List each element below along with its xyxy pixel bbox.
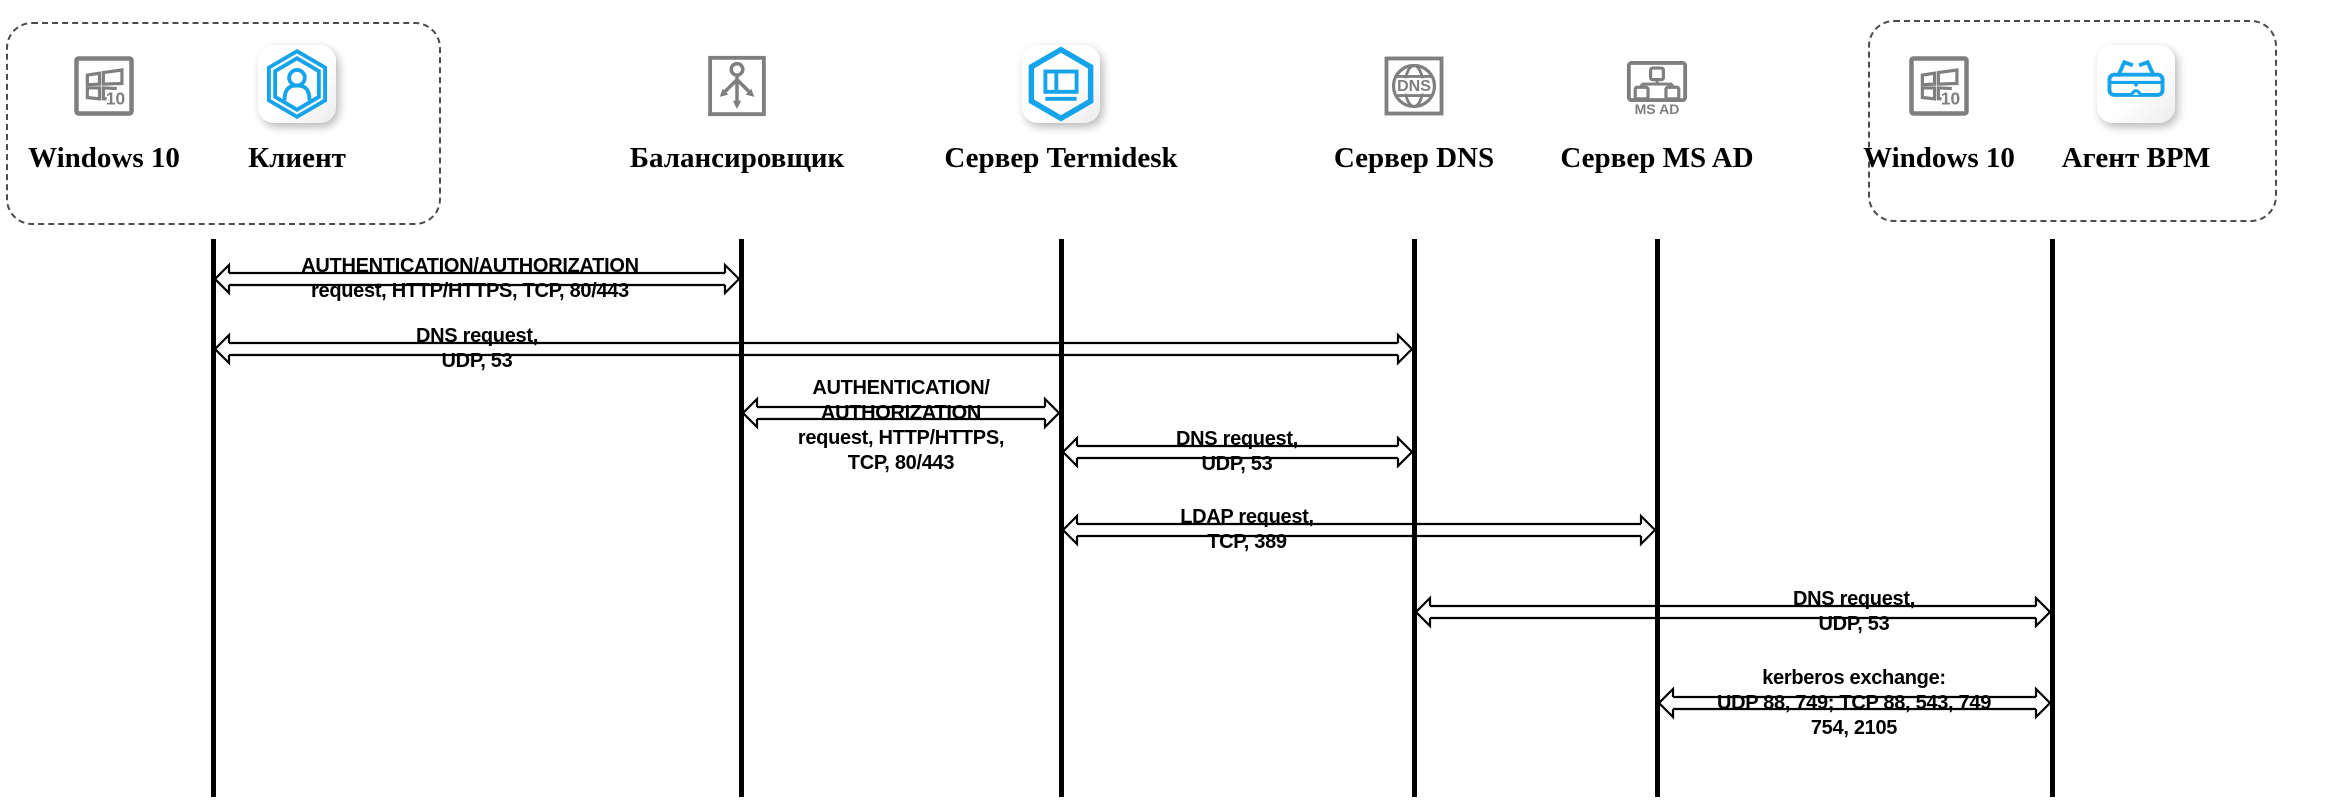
- message-label-line: DNS request,: [416, 325, 538, 347]
- message-label-line: DNS request,: [1176, 428, 1298, 450]
- message-arrow-4: [1061, 435, 1414, 469]
- message-label-line: AUTHORIZATION: [820, 401, 982, 424]
- svg-text:MS AD: MS AD: [1635, 101, 1680, 117]
- message-arrow-5: [1061, 513, 1657, 547]
- message-label-line: LDAP request,: [1180, 506, 1314, 528]
- message-label-1: AUTHENTICATION/AUTHORIZATION request, HTT…: [120, 254, 820, 304]
- message-label-line: UDP, 53: [1818, 613, 1890, 635]
- load-balancer-label: Балансировщик: [629, 142, 845, 174]
- vdi-agent-icon: [2097, 45, 2175, 123]
- message-label-4: DNS request, UDP, 53: [887, 427, 1587, 477]
- lifeline-msad-server: [1654, 239, 1660, 797]
- termidesk-server-icon: [1022, 45, 1100, 123]
- message-label-7: kerberos exchange:UDP 88, 749; TCP 88, 5…: [1504, 666, 2204, 741]
- msad-server-label: Сервер MS AD: [1560, 142, 1754, 174]
- message-label-line: UDP 88, 749; TCP 88, 543, 749: [1716, 691, 1992, 714]
- message-arrow-2: [213, 332, 1414, 366]
- windows10-client-label: Windows 10: [28, 142, 180, 174]
- termidesk-client-label: Клиент: [248, 142, 346, 174]
- windows10-client-icon: 10: [72, 54, 136, 118]
- message-label-line: TCP, 389: [1207, 531, 1287, 553]
- svg-text:10: 10: [1941, 89, 1960, 109]
- message-label-line: TCP, 80/443: [847, 451, 955, 474]
- message-label-line: UDP, 53: [441, 350, 513, 372]
- message-label-5: LDAP request, TCP, 389: [897, 505, 1597, 555]
- svg-text:DNS: DNS: [1397, 78, 1431, 95]
- message-label-line: 754, 2105: [1810, 716, 1898, 739]
- message-label-2: DNS request, UDP, 53: [127, 324, 827, 374]
- message-label-line: kerberos exchange:: [1762, 666, 1946, 689]
- termidesk-client-icon: [258, 45, 336, 123]
- msad-server-icon: MS AD: [1625, 54, 1689, 118]
- svg-text:10: 10: [106, 89, 125, 109]
- message-label-line: AUTHENTICATION/AUTHORIZATION: [301, 255, 639, 277]
- lifeline-vdi-agent: [2049, 239, 2055, 797]
- windows10-agent-icon: 10: [1907, 54, 1971, 118]
- message-label-line: AUTHENTICATION/: [812, 376, 990, 399]
- message-label-line: request, HTTP/HTTPS, TCP, 80/443: [311, 280, 629, 302]
- message-label-line: request, HTTP/HTTPS,: [797, 426, 1005, 449]
- message-arrow-1: [213, 262, 741, 296]
- message-arrow-6: [1414, 595, 2052, 629]
- agent-workstation-group: [1868, 20, 2277, 222]
- message-arrow-3: [741, 396, 1061, 430]
- dns-server-label: Сервер DNS: [1333, 142, 1495, 174]
- load-balancer-icon: [705, 54, 769, 118]
- windows10-agent-label: Windows 10: [1863, 142, 2015, 174]
- message-label-line: UDP, 53: [1201, 453, 1273, 475]
- dns-server-icon: DNS: [1382, 54, 1446, 118]
- message-arrow-7: [1657, 686, 2052, 720]
- lifeline-client: [210, 239, 216, 797]
- lifeline-balancer: [738, 239, 744, 797]
- message-label-6: DNS request, UDP, 53: [1504, 587, 2204, 637]
- lifeline-termidesk-server: [1058, 239, 1064, 797]
- lifeline-dns-server: [1411, 239, 1417, 797]
- termidesk-server-label: Сервер Termidesk: [944, 142, 1178, 174]
- client-workstation-group: [6, 22, 441, 225]
- vdi-agent-label: Агент ВРМ: [2061, 142, 2211, 174]
- message-label-line: DNS request,: [1793, 588, 1915, 610]
